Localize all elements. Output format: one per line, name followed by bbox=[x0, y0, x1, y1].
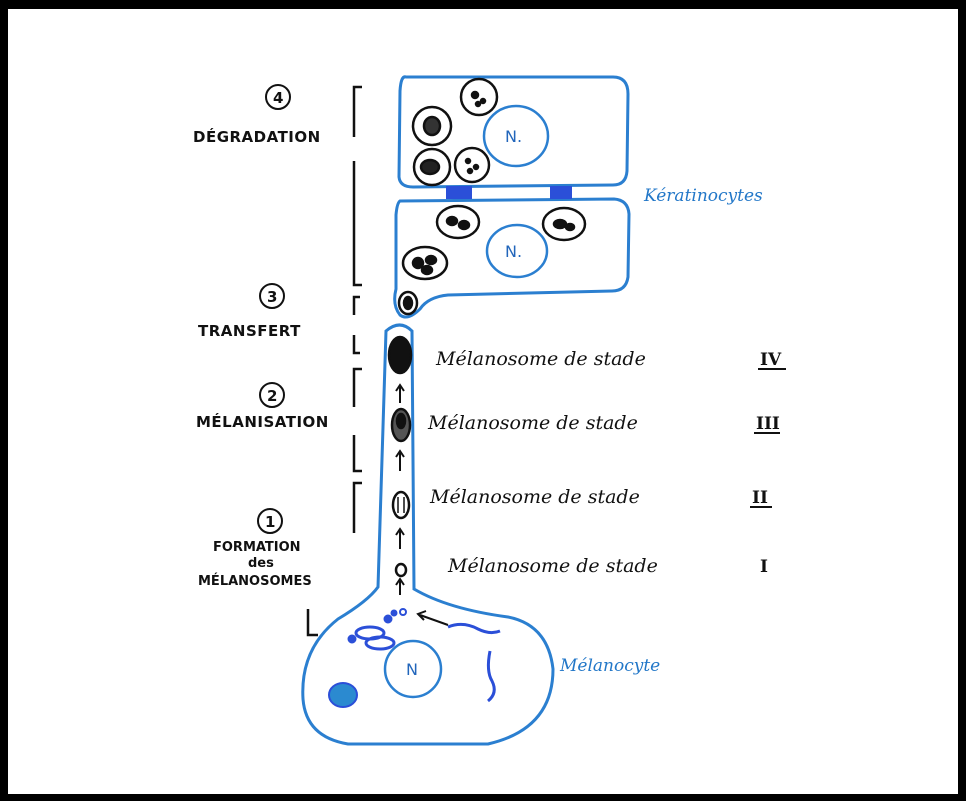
melanosome-stage-iv-text: Mélanosome de stade bbox=[435, 348, 646, 370]
melanocyte-outline bbox=[301, 323, 555, 746]
melanosome-stage-iii: Mélanosome de stade III bbox=[427, 412, 780, 434]
maturation-arrows bbox=[395, 383, 405, 595]
melanocyte-label: Mélanocyte bbox=[559, 656, 660, 676]
degrading-melanosomes bbox=[411, 77, 499, 187]
stage-4: 4 DÉGRADATION bbox=[193, 84, 321, 146]
cell-junction bbox=[550, 186, 572, 199]
stage-3: 3 TRANSFERT bbox=[198, 283, 301, 340]
melanosome-stage-ii-numeral: II bbox=[752, 488, 768, 508]
melanosome-stage-iv-numeral: IV bbox=[760, 350, 782, 370]
upper-keratinocyte-nucleus bbox=[482, 104, 550, 168]
upper-keratinocyte-outline bbox=[397, 75, 630, 189]
melanogenesis-diagram: N. N. N bbox=[193, 75, 786, 746]
stage-1-label-line1: FORMATION bbox=[213, 540, 301, 555]
stage-3-label: TRANSFERT bbox=[198, 322, 301, 340]
stage-2: 2 MÉLANISATION bbox=[196, 382, 329, 431]
stage-1-melanosome-vesicle bbox=[399, 608, 407, 616]
melanosome-stage-i-text: Mélanosome de stade bbox=[447, 555, 658, 577]
stage-3-number: 3 bbox=[267, 288, 277, 306]
stage-2-label: MÉLANISATION bbox=[196, 412, 329, 431]
golgi-apparatus bbox=[347, 609, 398, 651]
melanosome-stage-ii-text: Mélanosome de stade bbox=[429, 486, 640, 508]
transferred-melanosomes bbox=[397, 204, 587, 316]
melanosome-stage-i-numeral: I bbox=[760, 557, 768, 577]
lower-keratinocyte-outline bbox=[393, 197, 631, 319]
stage-1: 1 FORMATION des MÉLANOSOMES bbox=[198, 508, 312, 589]
stage-1-label-line3: MÉLANOSOMES bbox=[198, 573, 312, 589]
melanosome-stage-iii-text: Mélanosome de stade bbox=[427, 412, 638, 434]
stage-brackets bbox=[306, 85, 362, 637]
stage-2-number: 2 bbox=[267, 387, 277, 405]
stage-1-number: 1 bbox=[265, 513, 275, 531]
melanocyte-nucleus bbox=[383, 639, 443, 699]
keratinocytes-label: Kératinocytes bbox=[643, 186, 763, 206]
melanosome-stage-iii-numeral: III bbox=[756, 414, 780, 434]
melanosome-stage-iv: Mélanosome de stade IV bbox=[435, 348, 786, 370]
middle-keratinocyte-nucleus bbox=[485, 223, 549, 279]
upper-nucleus-label: N. bbox=[505, 127, 522, 146]
middle-nucleus-label: N. bbox=[505, 242, 522, 261]
melanocyte-nucleus-label: N bbox=[406, 660, 418, 679]
diagram-frame: N. N. N bbox=[8, 9, 958, 794]
stage-4-number: 4 bbox=[273, 89, 283, 107]
mitochondrion bbox=[328, 682, 358, 708]
melanosome-stage-i: Mélanosome de stade I bbox=[447, 555, 768, 577]
melanosome-stage-ii: Mélanosome de stade II bbox=[429, 486, 772, 508]
cell-junction bbox=[446, 186, 472, 199]
dendrite-melanosomes bbox=[387, 335, 413, 578]
endoplasmic-reticulum bbox=[447, 622, 501, 703]
stage-1-label-line2: des bbox=[248, 556, 274, 571]
er-to-vesicle-arrow bbox=[416, 610, 449, 626]
stage-4-label: DÉGRADATION bbox=[193, 127, 321, 146]
